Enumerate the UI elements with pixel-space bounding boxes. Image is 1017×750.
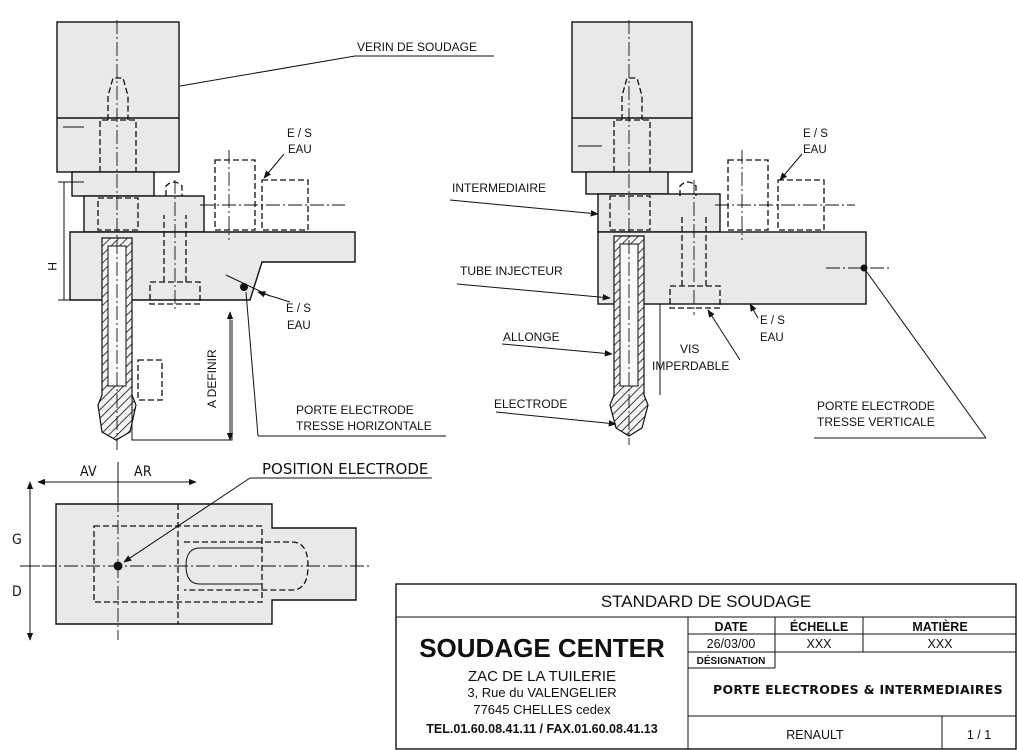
label-es-bottom-left-2: EAU: [287, 320, 311, 332]
plan-body-outline: [55, 503, 357, 625]
plan-view-labels: AV AR POSITION ELECTRODE G D: [12, 460, 428, 600]
label-electrode: ELECTRODE: [494, 397, 567, 411]
label-es-top-right-2: EAU: [803, 144, 827, 156]
plan-view: [20, 462, 432, 641]
title-block: STANDARD DE SOUDAGE SOUDAGE CENTER ZAC D…: [395, 583, 1017, 750]
label-height-h: H: [45, 262, 59, 271]
tb-company: SOUDAGE CENTER: [419, 633, 665, 663]
tb-scale-header: ÉCHELLE: [790, 619, 848, 634]
right-assembly-view: [449, 20, 987, 445]
tb-scale-value: XXX: [806, 637, 832, 651]
tb-material-value: XXX: [927, 637, 953, 651]
label-av: AV: [80, 464, 97, 480]
tb-date-header: DATE: [714, 620, 747, 634]
tb-designation-value: PORTE ELECTRODES & INTERMEDIAIRES: [713, 682, 1003, 697]
tb-client: RENAULT: [786, 728, 844, 742]
label-porte-horiz-2: TRESSE HORIZONTALE: [296, 419, 432, 433]
label-es-bottom-right-1: E / S: [760, 315, 785, 327]
label-position-electrode: POSITION ELECTRODE: [262, 460, 428, 478]
label-g: G: [12, 532, 22, 548]
welding-cylinder-left: [56, 21, 180, 173]
welding-cylinder-right: [571, 21, 693, 173]
label-porte-horiz-1: PORTE ELECTRODE: [296, 403, 414, 417]
tb-sheet: 1 / 1: [967, 728, 991, 742]
tb-designation-header: DÉSIGNATION: [697, 654, 766, 667]
label-allonge: ALLONGE: [503, 330, 560, 344]
label-porte-vert-1: PORTE ELECTRODE: [817, 399, 935, 413]
label-vis: VIS: [680, 342, 699, 356]
label-es-bottom-right-2: EAU: [760, 332, 784, 344]
tb-address-1: ZAC DE LA TUILERIE: [468, 668, 616, 685]
tb-address-3: 77645 CHELLES cedex: [473, 702, 611, 717]
electrode-position-marker: [113, 561, 123, 571]
label-verin: VERIN DE SOUDAGE: [357, 40, 477, 54]
label-tube-injecteur: TUBE INJECTEUR: [460, 264, 563, 278]
label-es-top-left-1: E / S: [287, 128, 312, 140]
label-d: D: [12, 584, 22, 600]
tb-date-value: 26/03/00: [707, 637, 756, 651]
label-imperdable: IMPERDABLE: [652, 359, 729, 373]
label-porte-vert-2: TRESSE VERTICALE: [817, 415, 935, 429]
tb-material-header: MATIÈRE: [912, 619, 967, 634]
tb-address-2: 3, Rue du VALENGELIER: [467, 685, 616, 700]
tb-title: STANDARD DE SOUDAGE: [601, 592, 811, 611]
label-intermediaire: INTERMEDIAIRE: [452, 181, 546, 195]
left-assembly-view: [56, 20, 494, 450]
label-es-top-left-2: EAU: [288, 144, 312, 156]
label-es-top-right-1: E / S: [803, 128, 828, 140]
label-ar: AR: [134, 464, 152, 480]
right-view-labels: E / S EAU INTERMEDIAIRE TUBE INJECTEUR E…: [452, 128, 935, 429]
left-view-labels: VERIN DE SOUDAGE E / S EAU E / S EAU H A…: [45, 40, 477, 433]
label-a-definir: A DEFINIR: [205, 349, 219, 408]
label-es-bottom-left-1: E / S: [286, 303, 311, 315]
tb-contact: TEL.01.60.08.41.11 / FAX.01.60.08.41.13: [426, 722, 657, 736]
